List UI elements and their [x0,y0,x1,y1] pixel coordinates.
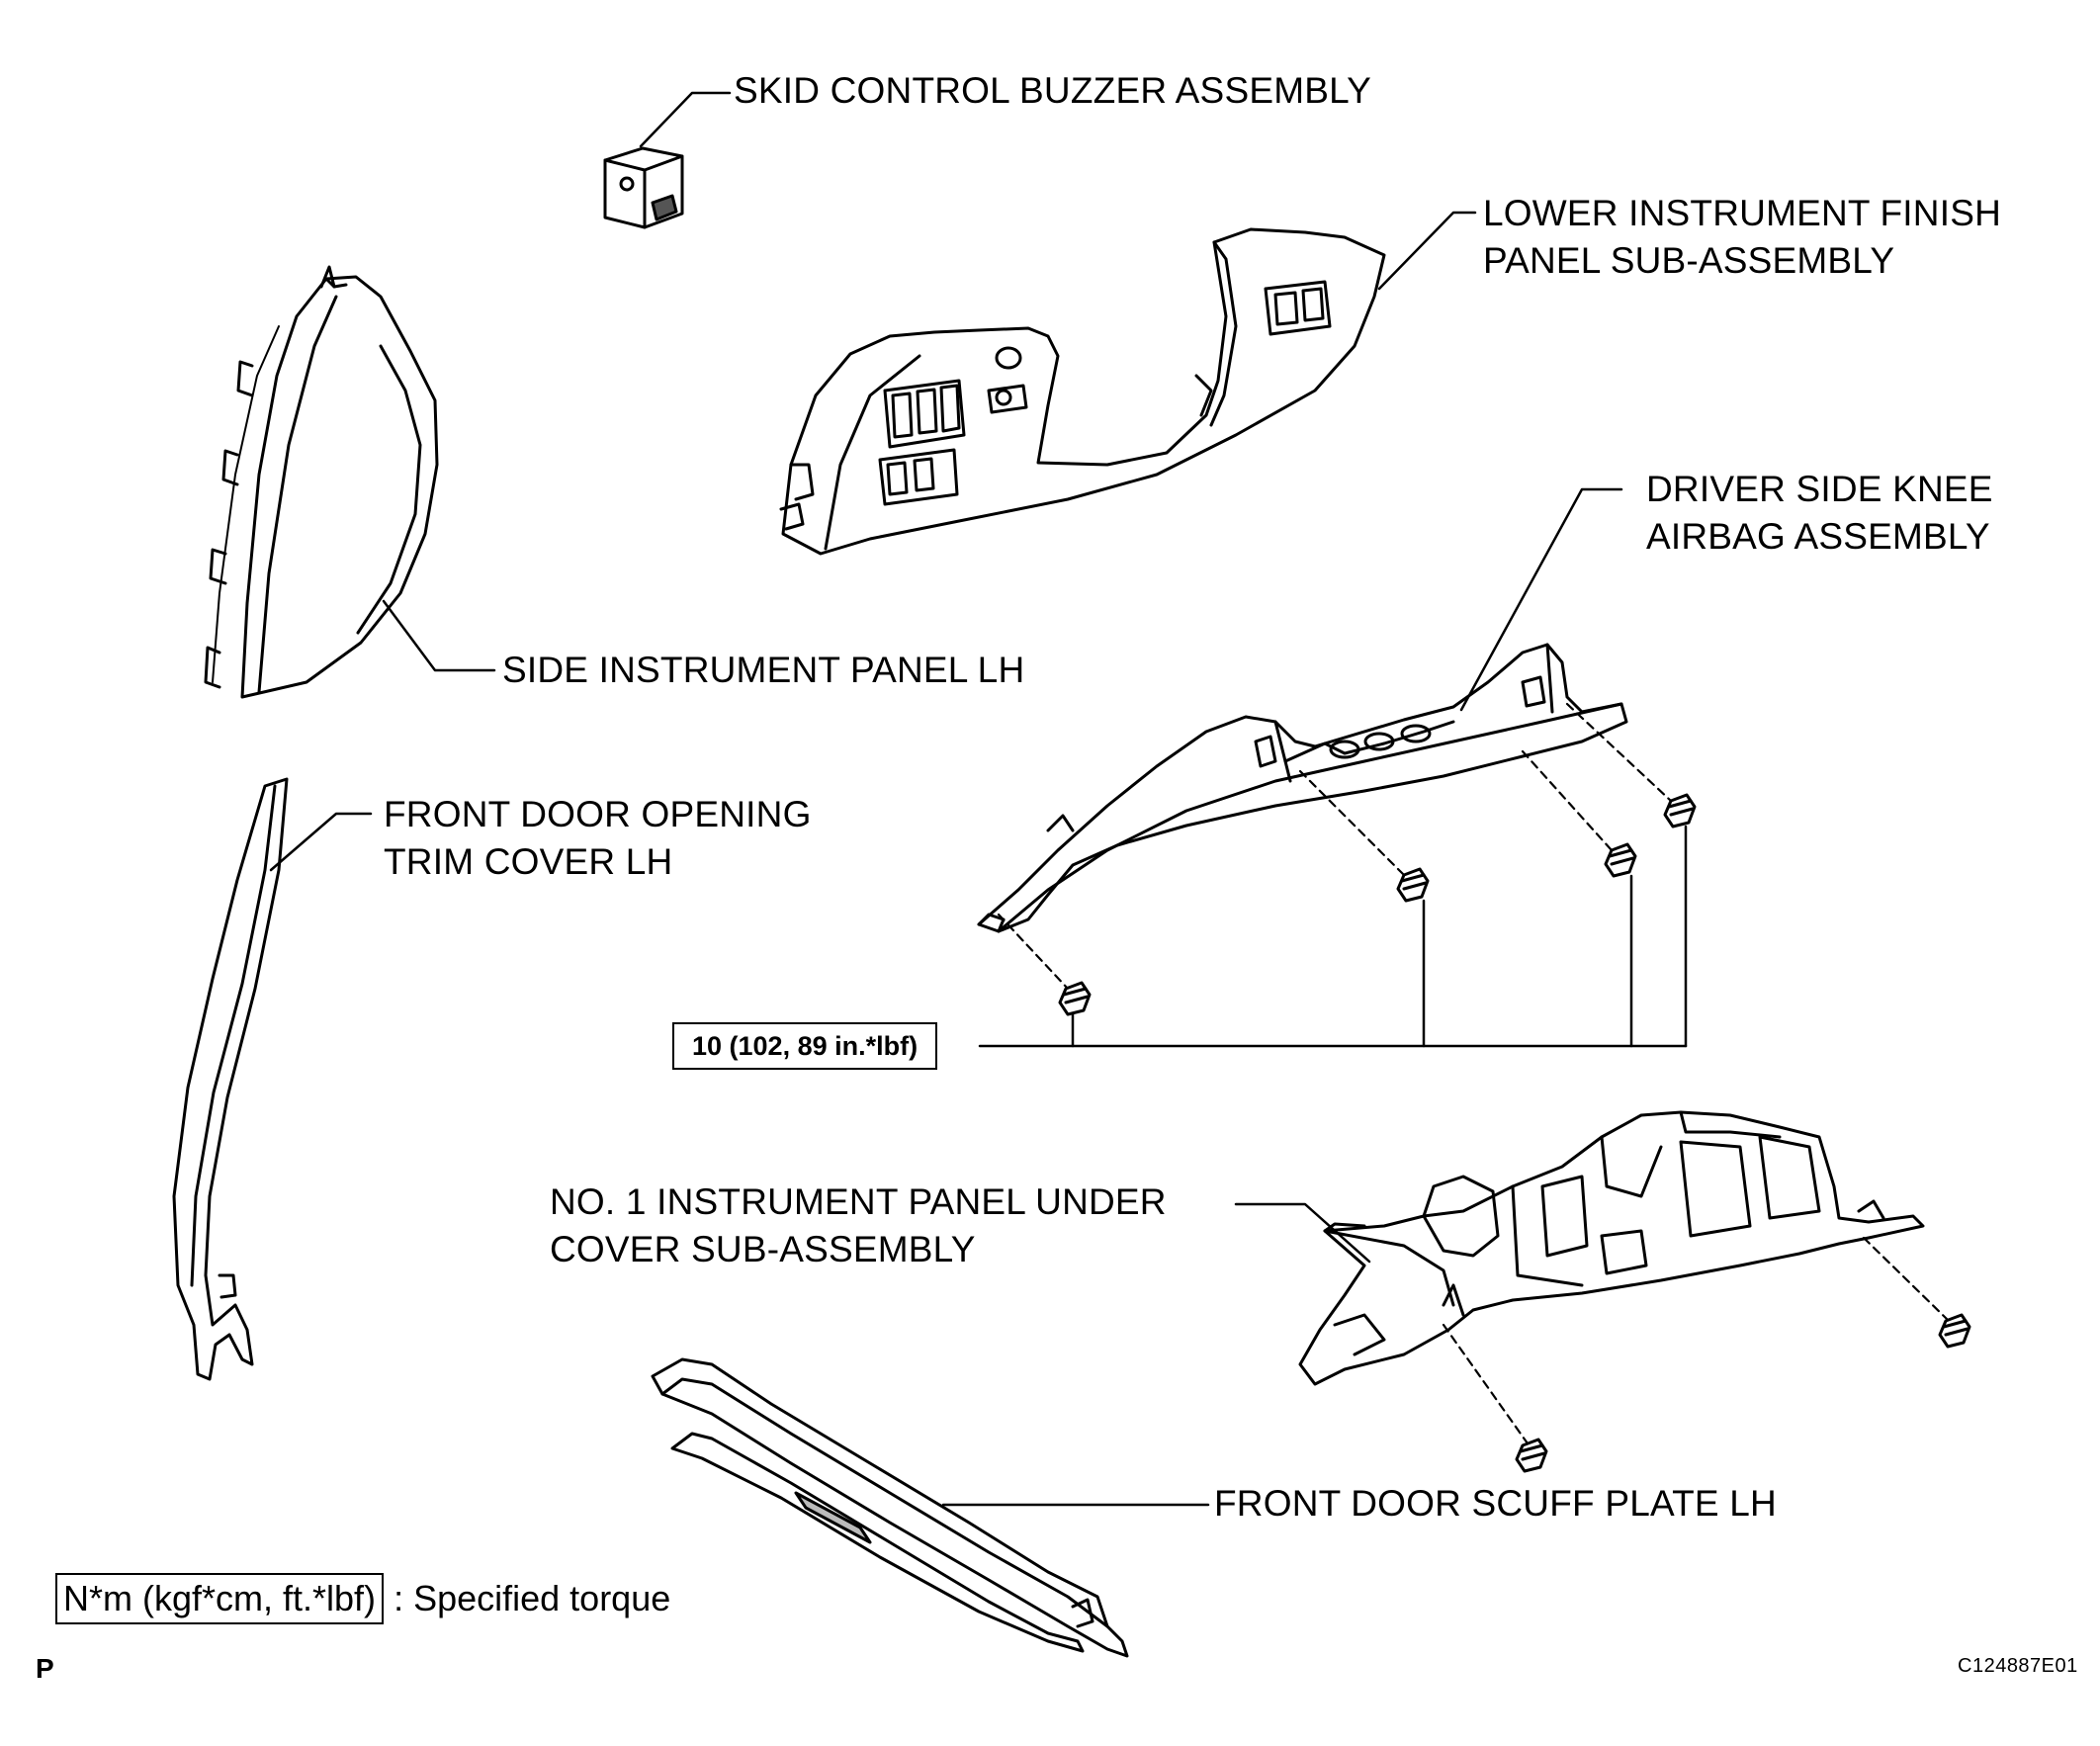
knee-airbag-leader [1459,487,1623,712]
label-scuff-plate: FRONT DOOR SCUFF PLATE LH [1214,1483,1777,1524]
under-cover-dash-lines [1442,1236,1950,1445]
label-buzzer: SKID CONTROL BUZZER ASSEMBLY [734,70,1372,111]
legend-units: N*m (kgf*cm, ft.*lbf) [55,1573,385,1624]
side-instrument-panel-part [204,265,439,699]
label-door-trim-line1: FRONT DOOR OPENING [384,794,812,834]
bolt-6 [1938,1313,1971,1349]
label-under-cover-line1: NO. 1 INSTRUMENT PANEL UNDER [550,1181,1167,1222]
knee-airbag-part [977,643,1628,933]
corner-mark: P [36,1653,54,1684]
lower-panel-leader [1377,211,1477,291]
label-knee-airbag-line1: DRIVER SIDE KNEE [1646,469,1993,509]
label-knee-airbag-line2: AIRBAG ASSEMBLY [1646,516,1990,557]
under-cover-part [1298,1110,1925,1386]
legend-text: : Specified torque [394,1578,671,1618]
figure-code: C124887E01 [1958,1655,2078,1677]
label-side-panel: SIDE INSTRUMENT PANEL LH [502,650,1025,690]
bolt-4 [1663,793,1697,829]
torque-spec-box: 10 (102, 89 in.*lbf) [672,1022,938,1070]
buzzer-leader [639,91,732,148]
under-cover-leader [1234,1202,1371,1264]
torque-leaders [978,825,1688,1048]
scuff-plate-part [651,1357,1129,1658]
torque-legend: N*m (kgf*cm, ft.*lbf) : Specified torque [55,1573,670,1624]
door-trim-leader [269,812,373,872]
lower-finish-panel-part [779,227,1386,556]
bolt-5 [1515,1438,1548,1473]
label-door-trim-line2: TRIM COVER LH [384,841,673,882]
bolt-3 [1604,842,1637,878]
bolt-2 [1396,867,1430,903]
label-lower-panel-line1: LOWER INSTRUMENT FINISH [1483,193,2001,233]
side-panel-leader [382,599,496,672]
label-lower-panel-line2: PANEL SUB-ASSEMBLY [1483,240,1895,281]
buzzer-part [603,146,684,229]
label-under-cover-line2: COVER SUB-ASSEMBLY [550,1229,976,1269]
fastener-dash-lines [997,702,1673,991]
door-trim-cover-part [172,777,289,1381]
bolt-1 [1058,981,1092,1016]
